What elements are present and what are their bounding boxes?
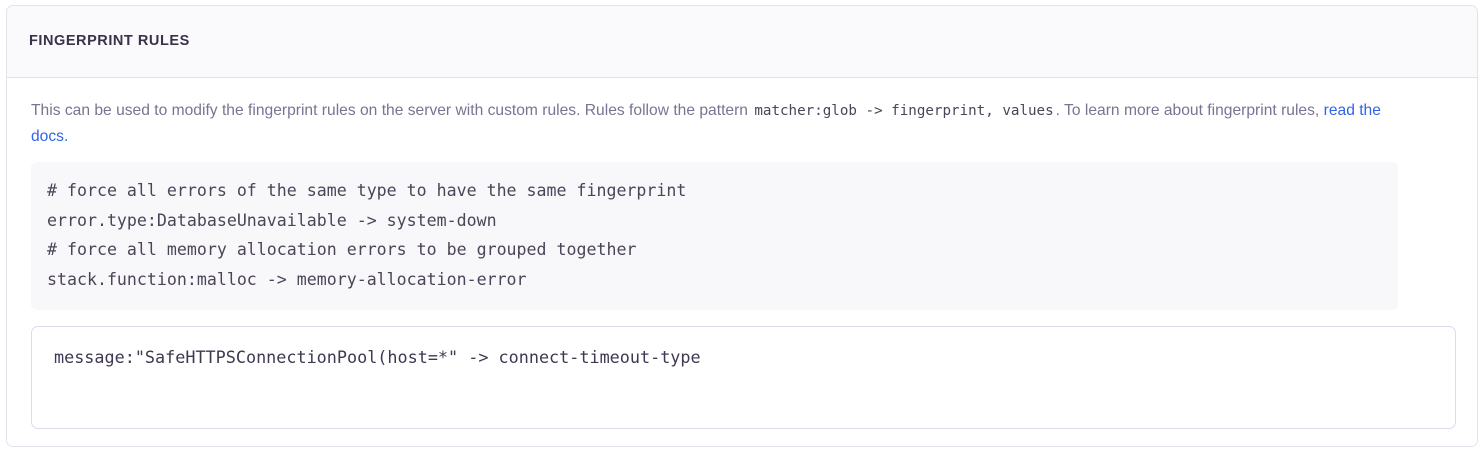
inline-code-pattern: matcher:glob -> fingerprint, values	[754, 103, 1054, 119]
fingerprint-rules-input[interactable]	[31, 326, 1456, 429]
panel-body: This can be used to modify the fingerpri…	[7, 78, 1477, 446]
description-text-part-1: This can be used to modify the fingerpri…	[31, 102, 753, 119]
panel-header: FINGERPRINT RULES	[7, 6, 1477, 78]
description-text-part-2: . To learn more about fingerprint rules,	[1055, 102, 1324, 119]
fingerprint-rules-panel: FINGERPRINT RULES This can be used to mo…	[6, 5, 1478, 447]
example-rules-code: # force all errors of the same type to h…	[47, 181, 687, 289]
description-text-part-3: .	[63, 128, 69, 145]
panel-description: This can be used to modify the fingerpri…	[31, 98, 1381, 150]
example-rules-code-block: # force all errors of the same type to h…	[31, 162, 1398, 310]
read-the-docs-link[interactable]: read the docs	[31, 102, 1381, 145]
page-title: FINGERPRINT RULES	[29, 33, 190, 50]
